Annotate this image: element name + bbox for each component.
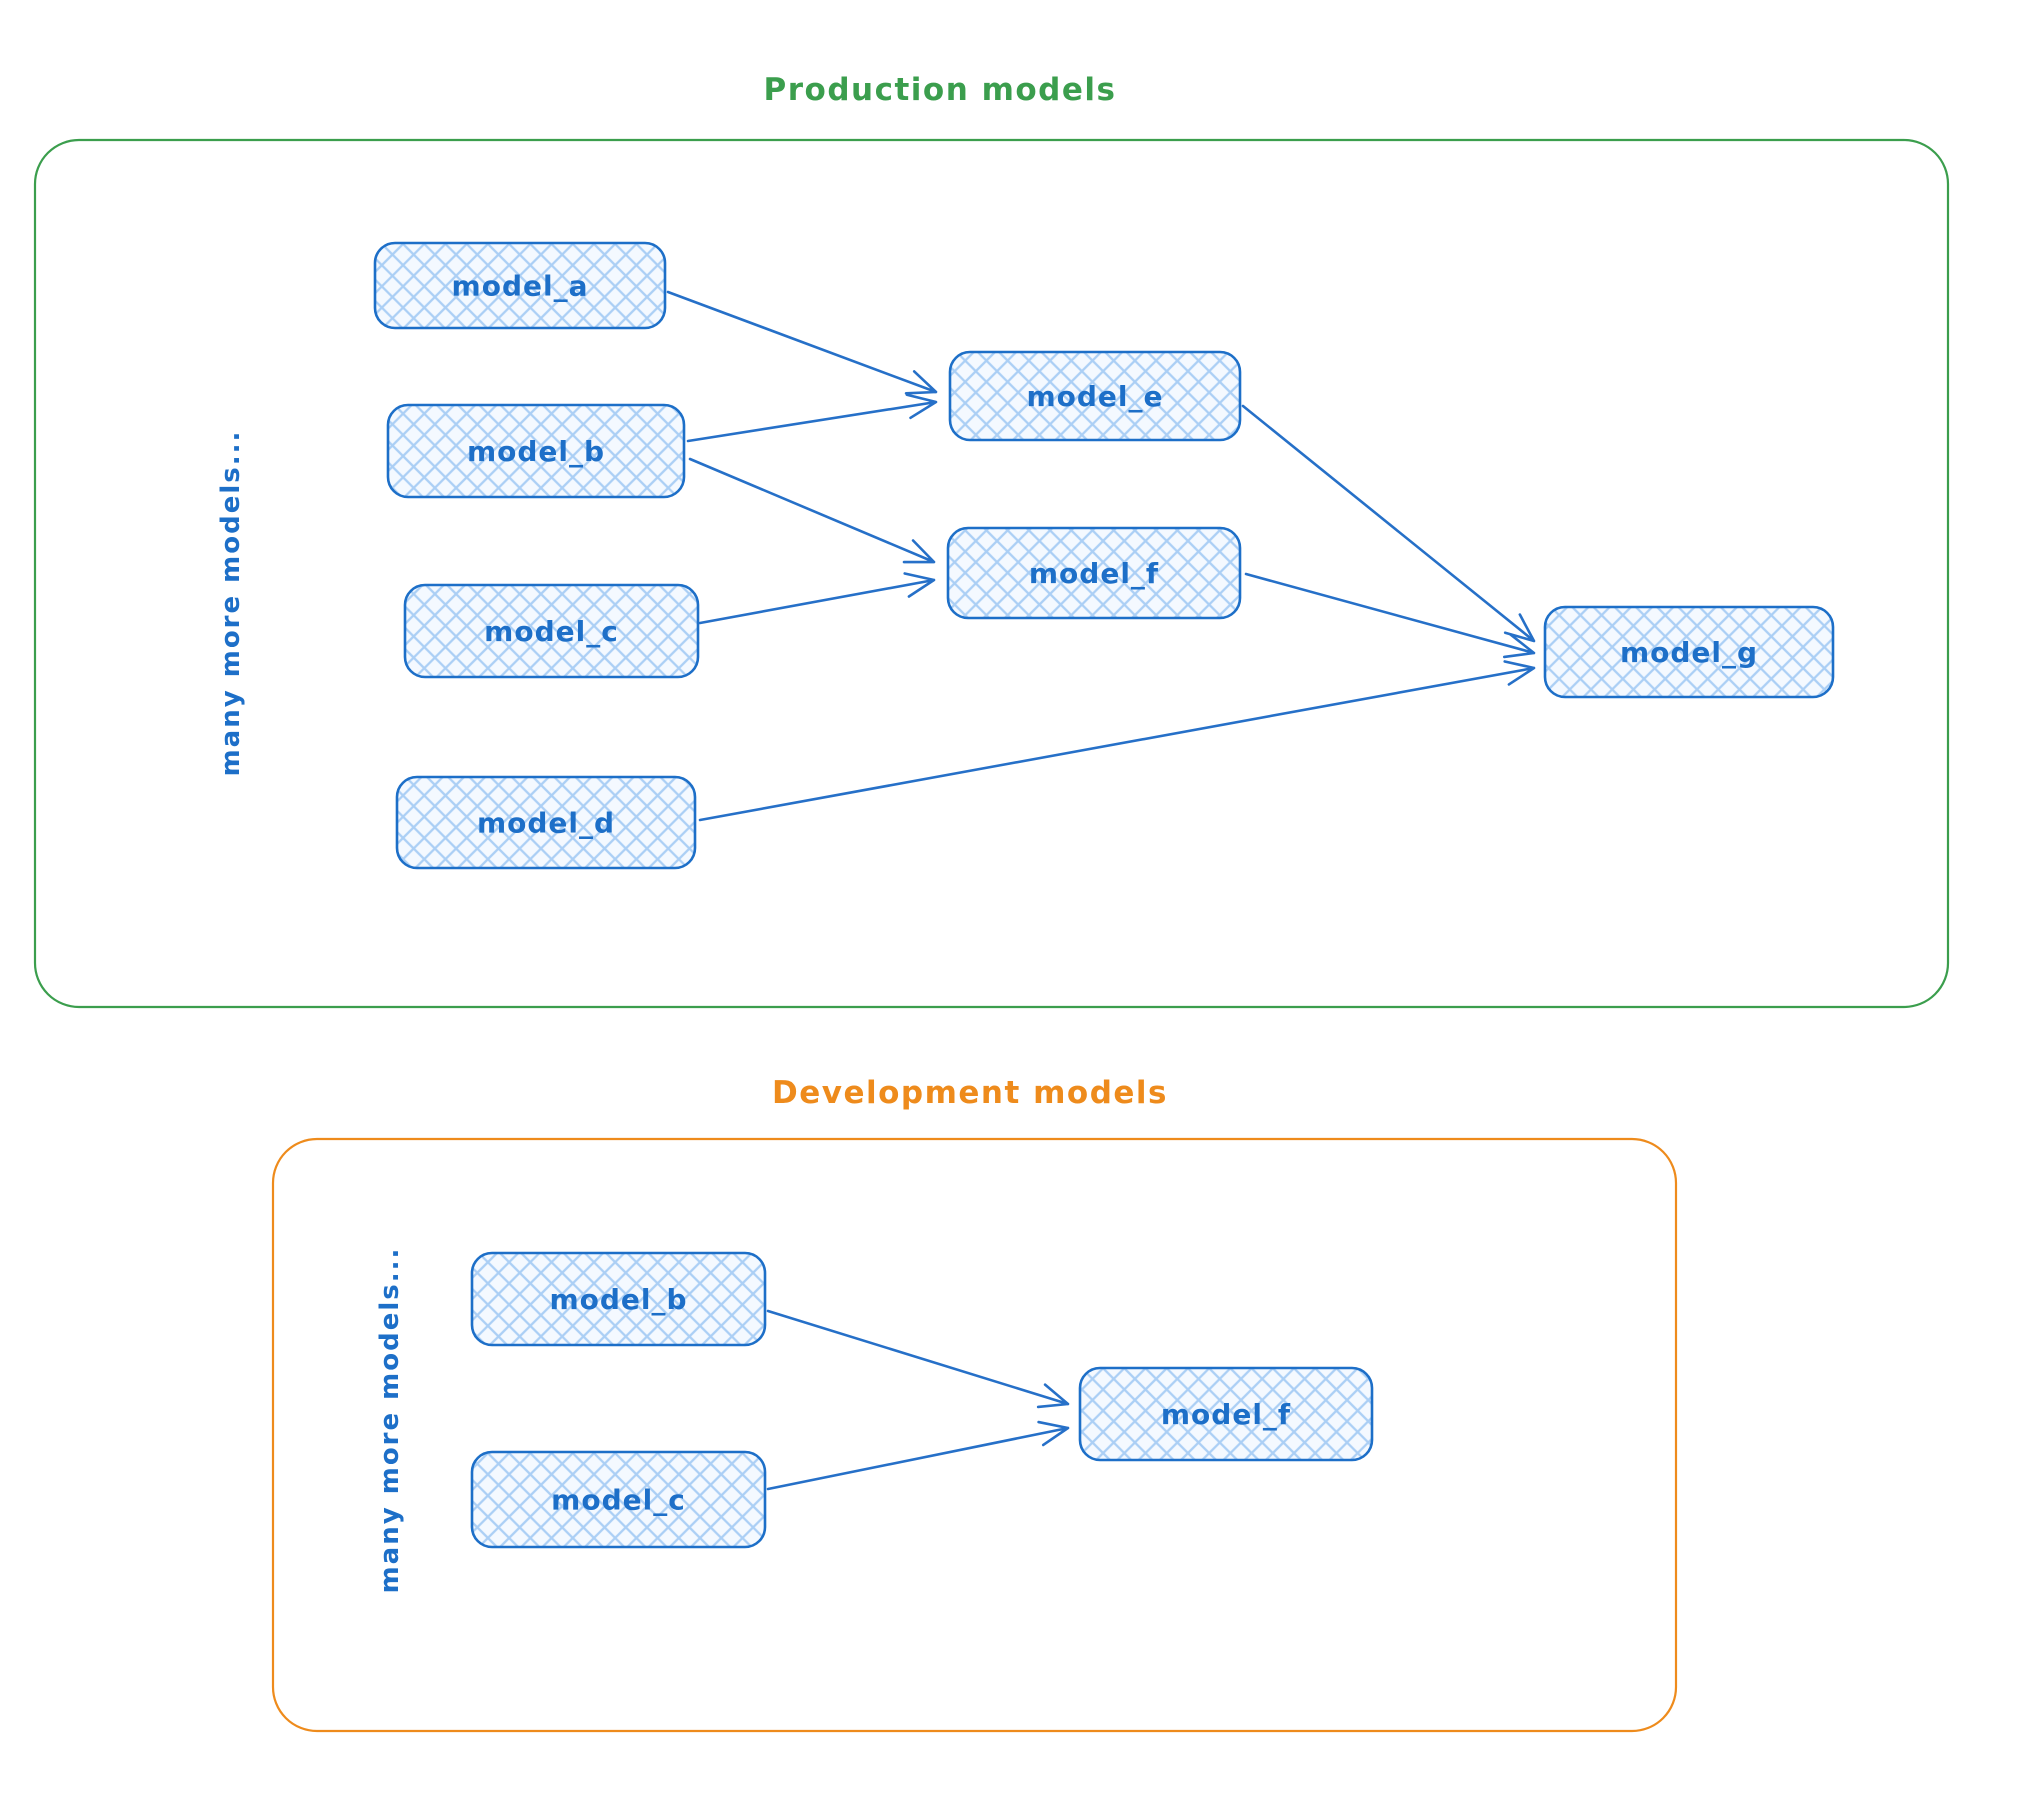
node-box-model_a [373,241,667,330]
edge-model_b-to-model_e [686,393,938,443]
production-title: Production models [764,72,1117,108]
edge-model_b_dev-to-model_f_dev [766,1309,1070,1409]
edge-model_b-to-model_f [688,457,936,564]
node-box-model_f_dev [1078,1366,1374,1462]
node-model_g: model_g [1543,605,1835,699]
edge-model_a-to-model_e [666,290,938,395]
development-title: Development models [772,1075,1168,1111]
section-development: Development models many more models... mod… [271,1075,1678,1733]
node-model_a: model_a [373,241,667,330]
edge-model_e-to-model_g [1241,404,1536,643]
node-box-model_f [946,526,1242,620]
node-label-model_c_dev: model_c [551,1484,686,1517]
edge-model_c_dev-to-model_f_dev [766,1420,1070,1491]
node-model_c_dev: model_c [470,1450,767,1549]
node-label-model_b: model_b [467,435,605,468]
edge-model_c-to-model_f [698,572,936,625]
node-label-model_e: model_e [1026,380,1163,413]
diagram-content: Production models many more models... mode… [33,72,1950,1733]
production-frame [33,138,1950,1009]
section-production: Production models many more models... mode… [33,72,1950,1009]
node-box-model_d [395,775,697,870]
node-label-model_d: model_d [477,807,615,840]
edge-model_f-to-model_g [1244,572,1536,659]
node-box-model_c [403,583,700,679]
node-label-model_f_dev: model_f [1161,1398,1291,1431]
node-box-model_b_dev [470,1251,767,1347]
production-side-label: many more models... [216,430,246,777]
node-label-model_g: model_g [1620,636,1758,669]
node-label-model_a: model_a [452,270,589,303]
development-side-label: many more models... [375,1247,405,1594]
node-box-model_b [386,403,686,499]
node-box-model_g [1543,605,1835,699]
node-model_e: model_e [948,350,1242,442]
node-model_c: model_c [403,583,700,679]
node-model_f_dev: model_f [1078,1366,1374,1462]
node-model_f: model_f [946,526,1242,620]
node-label-model_f: model_f [1029,557,1159,590]
node-model_b_dev: model_b [470,1251,767,1347]
development-frame [271,1137,1678,1733]
edge-model_d-to-model_g [698,660,1536,822]
node-box-model_e [948,350,1242,442]
node-label-model_c: model_c [484,615,619,648]
node-model_d: model_d [395,775,697,870]
node-label-model_b_dev: model_b [549,1283,687,1316]
node-box-model_c_dev [470,1450,767,1549]
node-model_b: model_b [386,403,686,499]
